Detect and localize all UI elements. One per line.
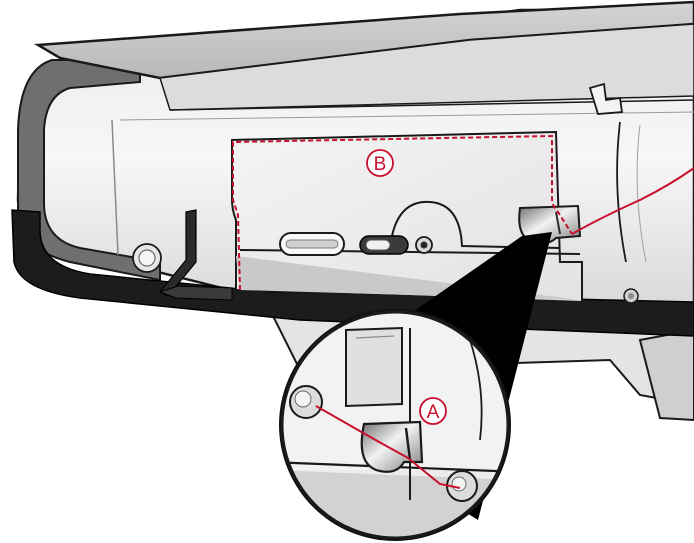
thread-path-b [232, 134, 573, 291]
left-knob [289, 385, 323, 419]
thread-live [571, 167, 694, 235]
lid-clip [588, 82, 624, 115]
slider-knob-icon [359, 235, 433, 255]
slot-opening [279, 232, 345, 256]
lever-icon [158, 209, 233, 301]
callout-a-label: A [427, 402, 440, 423]
callout-a: A [419, 397, 447, 425]
callout-b-label: B [374, 154, 387, 175]
lid-underside [59, 23, 694, 111]
screw-icon [623, 288, 639, 304]
thread-through-guide [315, 405, 461, 489]
base-leg [638, 328, 694, 422]
side-button [132, 243, 162, 273]
callout-b: B [366, 149, 394, 177]
